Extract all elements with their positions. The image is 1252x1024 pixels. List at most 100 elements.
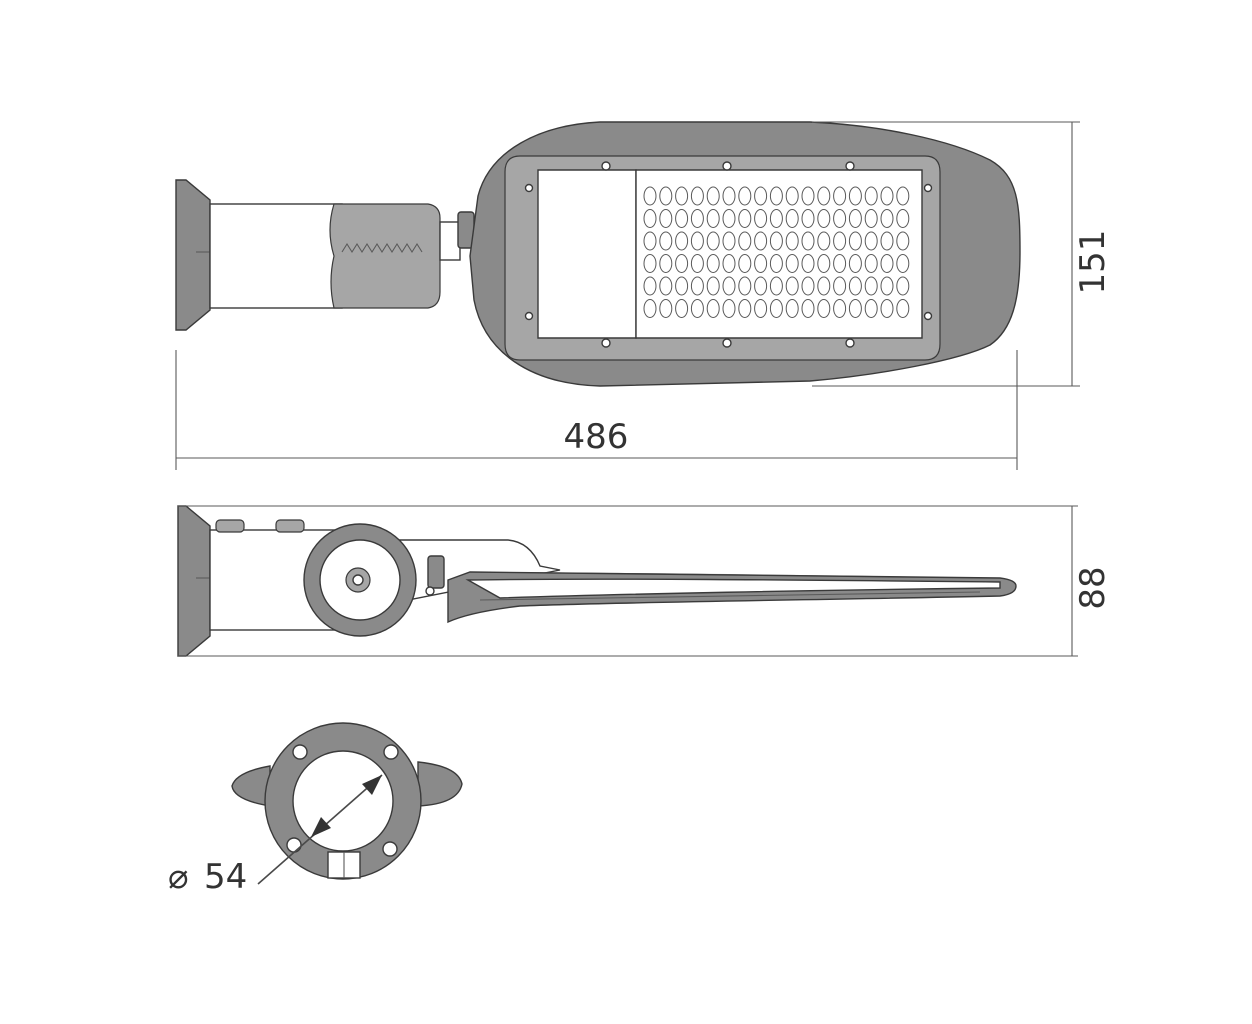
led-chip	[896, 254, 910, 273]
led-chip	[675, 209, 689, 228]
led-chip	[785, 254, 799, 273]
led-chip	[785, 231, 799, 251]
led-chip	[722, 231, 736, 251]
side-cable-gland	[427, 555, 445, 589]
led-chip	[754, 231, 768, 251]
led-chip	[769, 186, 783, 206]
led-chip	[690, 209, 704, 228]
led-board	[635, 169, 923, 339]
led-chip	[722, 299, 736, 318]
led-chip	[738, 186, 752, 206]
led-chip	[722, 209, 736, 228]
mount-flange	[175, 179, 211, 331]
led-chip	[833, 186, 847, 206]
led-chip	[864, 209, 878, 228]
led-chip	[817, 299, 831, 318]
led-chip	[848, 209, 862, 228]
led-chip	[706, 186, 720, 206]
led-chip	[833, 299, 847, 318]
led-chip	[690, 299, 704, 318]
led-chip	[675, 254, 689, 273]
led-chip	[659, 299, 673, 318]
led-chip	[896, 299, 910, 318]
led-chip	[896, 276, 910, 296]
led-chip	[675, 231, 689, 251]
led-chip	[801, 231, 815, 251]
side-mount-flange	[177, 505, 211, 657]
diameter-value: 54	[204, 857, 247, 897]
led-chip	[690, 276, 704, 296]
side-view	[177, 505, 1017, 657]
led-chip	[675, 276, 689, 296]
top-view	[175, 121, 1021, 387]
clamp-serration	[341, 242, 423, 254]
led-chip	[738, 254, 752, 273]
led-chip	[880, 186, 894, 206]
led-chip	[785, 299, 799, 318]
led-chip	[690, 186, 704, 206]
led-chip	[643, 231, 657, 251]
led-chip	[706, 231, 720, 251]
led-chip	[848, 299, 862, 318]
led-chip	[659, 276, 673, 296]
led-chip	[833, 209, 847, 228]
led-chip	[801, 299, 815, 318]
led-chip	[769, 276, 783, 296]
led-chip	[785, 276, 799, 296]
led-chip	[675, 299, 689, 318]
led-chip	[801, 254, 815, 273]
pole-clamp	[329, 203, 441, 309]
led-chip	[801, 276, 815, 296]
dimension-length: 486	[175, 350, 1018, 470]
led-chip	[722, 276, 736, 296]
led-chip	[643, 299, 657, 318]
led-chip	[864, 276, 878, 296]
led-chip	[706, 299, 720, 318]
led-chip	[896, 209, 910, 228]
led-chip	[833, 231, 847, 251]
led-chip	[738, 209, 752, 228]
led-chip	[801, 186, 815, 206]
led-chip	[754, 209, 768, 228]
pole-tube	[209, 203, 343, 309]
led-chip	[690, 231, 704, 251]
led-chip	[864, 254, 878, 273]
led-chip	[754, 299, 768, 318]
led-chip	[738, 276, 752, 296]
led-chip	[738, 299, 752, 318]
driver-cover	[537, 169, 637, 339]
end-wing-right	[417, 761, 463, 807]
led-chip	[817, 209, 831, 228]
led-chip	[690, 254, 704, 273]
led-chip	[817, 186, 831, 206]
led-chip	[880, 209, 894, 228]
led-chip	[754, 186, 768, 206]
led-chip	[801, 209, 815, 228]
led-chip	[880, 231, 894, 251]
led-chip	[864, 299, 878, 318]
led-chip	[722, 254, 736, 273]
led-chip	[896, 186, 910, 206]
led-chip	[896, 231, 910, 251]
led-chip	[754, 276, 768, 296]
led-chip	[769, 299, 783, 318]
led-chip	[754, 254, 768, 273]
led-chip	[817, 254, 831, 273]
end-bore	[292, 750, 394, 852]
led-chip	[864, 186, 878, 206]
led-chip	[738, 231, 752, 251]
screws-top-view	[524, 161, 933, 348]
led-chip	[706, 276, 720, 296]
dimension-depth-label: 88	[1073, 566, 1113, 609]
led-chip	[833, 254, 847, 273]
end-view: ⌀ 54	[168, 722, 463, 897]
led-chip	[785, 209, 799, 228]
led-chip	[643, 209, 657, 228]
led-chip	[659, 186, 673, 206]
led-chip	[880, 299, 894, 318]
led-chip	[848, 254, 862, 273]
led-chip	[675, 186, 689, 206]
led-chip	[880, 254, 894, 273]
led-array	[643, 186, 910, 318]
led-chip	[817, 231, 831, 251]
